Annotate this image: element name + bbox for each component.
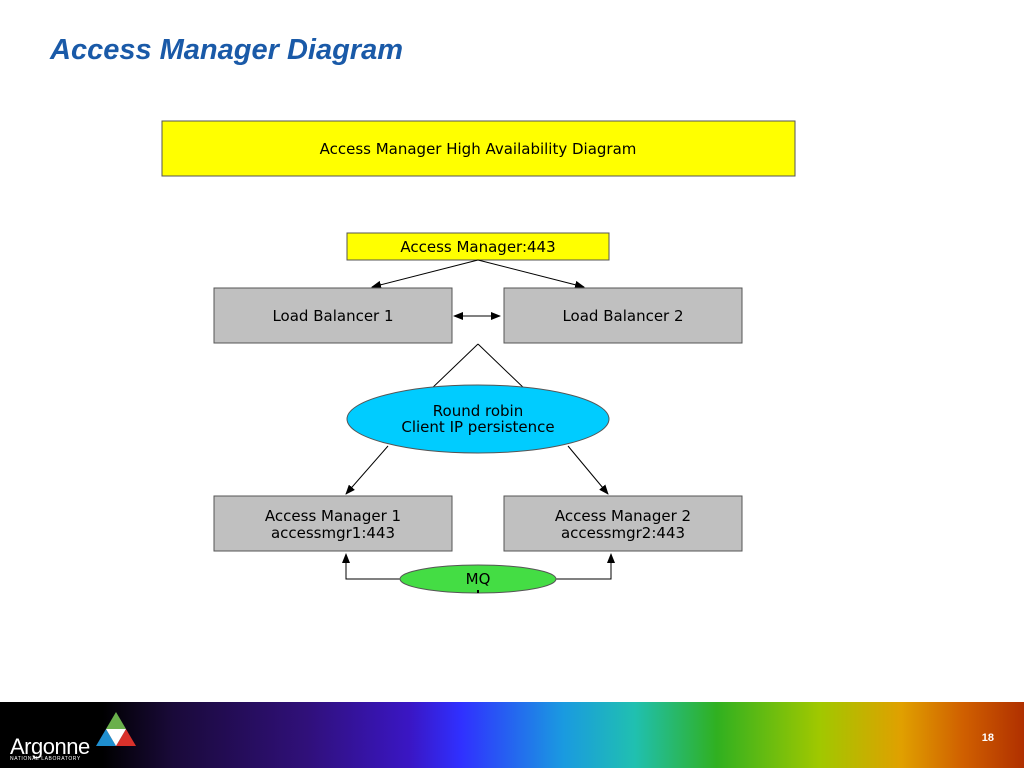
- routing-policy-line1: Round robin: [433, 402, 523, 420]
- routing-policy: Round robin Client IP persistence: [346, 384, 610, 454]
- arrow-entry-to-lb2: [477, 259, 585, 289]
- diagram-banner: Access Manager High Availability Diagram: [161, 120, 796, 177]
- slide-title: Access Manager Diagram: [50, 34, 403, 66]
- arrow-entry-to-lb1: [371, 259, 479, 289]
- entry-node: Access Manager:443: [346, 232, 610, 261]
- ha-diagram: Access Manager High Availability Diagram…: [161, 120, 796, 594]
- access-manager-2-host: accessmgr2:443: [561, 524, 685, 542]
- arrow-policy-to-am1: [345, 445, 389, 495]
- footer-bar: Argonne NATIONAL LABORATORY 18: [0, 702, 1024, 768]
- argonne-logo: Argonne NATIONAL LABORATORY: [8, 706, 188, 766]
- access-manager-1-name: Access Manager 1: [265, 507, 401, 525]
- argonne-triangle-icon: [96, 712, 136, 746]
- load-balancer-1: Load Balancer 1: [213, 287, 453, 344]
- load-balancer-2: Load Balancer 2: [503, 287, 743, 344]
- logo-subtitle: NATIONAL LABORATORY: [10, 756, 81, 762]
- access-manager-1-host: accessmgr1:443: [271, 524, 395, 542]
- link-mq-to-am1: [342, 553, 400, 580]
- load-balancer-1-label: Load Balancer 1: [272, 307, 393, 325]
- message-queue-label: MQ: [466, 570, 491, 588]
- message-queue: MQ: [399, 564, 557, 594]
- load-balancer-2-label: Load Balancer 2: [562, 307, 683, 325]
- access-manager-1: Access Manager 1 accessmgr1:443: [213, 495, 453, 552]
- link-lb-to-policy-right: [477, 343, 529, 393]
- diagram-banner-label: Access Manager High Availability Diagram: [320, 140, 637, 158]
- link-lb-to-policy-left: [427, 343, 479, 393]
- arrow-policy-to-am2: [567, 445, 609, 495]
- link-mq-to-am2: [556, 553, 615, 580]
- access-manager-2: Access Manager 2 accessmgr2:443: [503, 495, 743, 552]
- page-number: 18: [981, 732, 994, 744]
- logo-wordmark: Argonne: [10, 734, 90, 759]
- access-manager-2-name: Access Manager 2: [555, 507, 691, 525]
- routing-policy-line2: Client IP persistence: [401, 418, 554, 436]
- entry-node-label: Access Manager:443: [400, 238, 555, 256]
